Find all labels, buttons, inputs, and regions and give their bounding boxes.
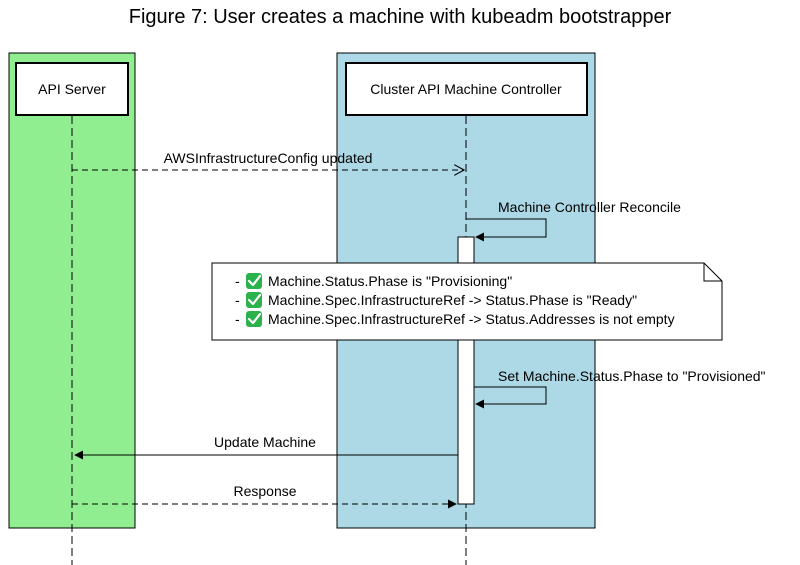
set-phase-label: Set Machine.Status.Phase to "Provisioned…: [498, 368, 766, 384]
update-machine-label: Update Machine: [214, 434, 316, 450]
reconcile-self-arrow: [466, 218, 547, 242]
note-bullet: -: [235, 292, 240, 308]
conditions-note: - Machine.Status.Phase is "Provisioning"…: [211, 262, 723, 341]
controller-participant: Cluster API Machine Controller: [345, 62, 588, 116]
diagram-title: Figure 7: User creates a machine with ku…: [128, 6, 672, 28]
note-bullet: -: [235, 311, 240, 327]
note-line-3: - Machine.Spec.InfrastructureRef -> Stat…: [235, 311, 675, 327]
infra-updated-label: AWSInfrastructureConfig updated: [164, 150, 373, 166]
note-bullet: -: [235, 273, 240, 289]
note-line-2-text: Machine.Spec.InfrastructureRef -> Status…: [268, 292, 637, 308]
note-line-2: - Machine.Spec.InfrastructureRef -> Stat…: [235, 292, 637, 308]
set-phase-self-arrow: [474, 386, 547, 409]
api-server-label: API Server: [38, 81, 106, 97]
api-server-participant: API Server: [15, 62, 129, 116]
response-label: Response: [233, 483, 296, 499]
note-line-1: - Machine.Status.Phase is "Provisioning": [235, 273, 512, 289]
controller-label: Cluster API Machine Controller: [370, 81, 562, 97]
note-line-1-text: Machine.Status.Phase is "Provisioning": [268, 273, 512, 289]
reconcile-label: Machine Controller Reconcile: [498, 199, 681, 215]
note-line-3-text: Machine.Spec.InfrastructureRef -> Status…: [268, 311, 675, 327]
